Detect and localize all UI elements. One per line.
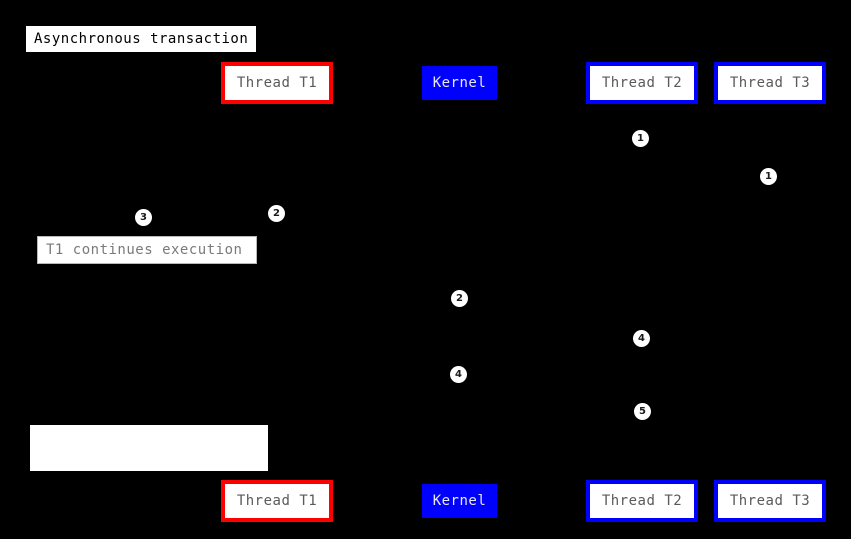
participant-label: Thread T3 (729, 493, 811, 509)
step-marker-3-t1: 3 (135, 209, 152, 226)
participant-label: Kernel (432, 75, 487, 91)
participant-label: Thread T1 (236, 75, 318, 91)
step-marker-1-t2: 1 (632, 130, 649, 147)
step-marker-4-kernel: 4 (450, 366, 467, 383)
step-marker-5-t2: 5 (634, 403, 651, 420)
participant-label: Thread T2 (601, 75, 683, 91)
participant-thread-t3[interactable]: Thread T3 (714, 480, 826, 522)
participant-thread-t3[interactable]: Thread T3 (714, 62, 826, 104)
participant-label: Thread T3 (729, 75, 811, 91)
participant-thread-t1[interactable]: Thread T1 (221, 480, 333, 522)
participant-kernel[interactable]: Kernel (422, 66, 497, 100)
note-empty (30, 425, 268, 471)
step-marker-2-t1: 2 (268, 205, 285, 222)
step-marker-2-kernel: 2 (451, 290, 468, 307)
participant-label: Thread T1 (236, 493, 318, 509)
participant-label: Kernel (432, 493, 487, 509)
participant-thread-t1[interactable]: Thread T1 (221, 62, 333, 104)
diagram-title: Asynchronous transaction (26, 26, 256, 52)
step-marker-1-t3: 1 (760, 168, 777, 185)
participant-thread-t2[interactable]: Thread T2 (586, 62, 698, 104)
participant-kernel[interactable]: Kernel (422, 484, 497, 518)
lifeline-thread-t3 (770, 104, 771, 480)
note-t1-continues: T1 continues execution (37, 236, 257, 264)
participant-label: Thread T2 (601, 493, 683, 509)
note-label: T1 continues execution (46, 242, 243, 258)
participant-thread-t2[interactable]: Thread T2 (586, 480, 698, 522)
lifeline-thread-t2 (642, 104, 643, 480)
lifeline-thread-t1 (277, 104, 278, 480)
step-marker-4-t2: 4 (633, 330, 650, 347)
